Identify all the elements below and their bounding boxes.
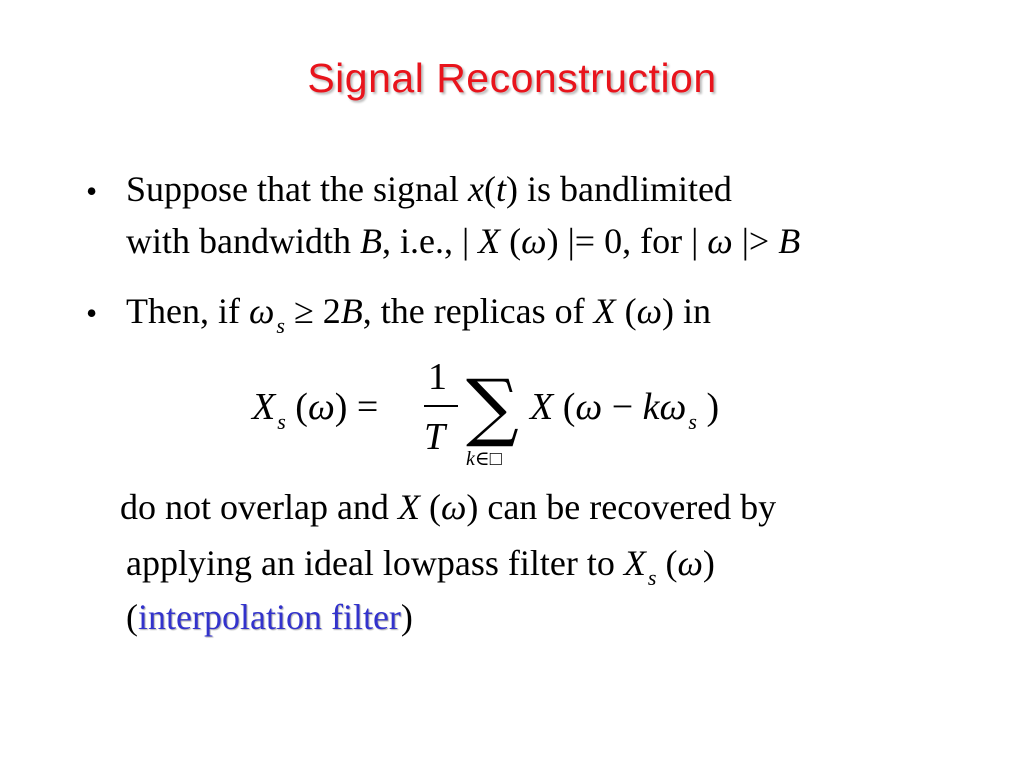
text-span: ) — [702, 543, 715, 583]
var-X: X — [593, 291, 616, 331]
var-omega: ω — [307, 386, 335, 428]
var-t: t — [495, 169, 506, 209]
var-X: X — [252, 386, 276, 428]
minus-sign: − — [602, 386, 643, 428]
var-X: X — [478, 221, 501, 261]
subscript-s: s — [647, 565, 657, 590]
equation-rhs: X (ω − kωs ) — [530, 386, 720, 434]
var-X: X — [530, 386, 554, 428]
var-X: X — [623, 543, 646, 583]
var-omega: ω — [575, 386, 603, 428]
text-span: Suppose that the signal — [126, 169, 468, 209]
text-span: ( — [656, 543, 678, 583]
text-span: ) — [696, 386, 720, 428]
text-span: ) = — [334, 386, 379, 428]
text-span: ) is bandlimited — [505, 169, 732, 209]
equation-lhs: Xs (ω) = — [252, 386, 379, 434]
integer-set-glyph: □ — [489, 448, 502, 470]
continuation-line3: (interpolation filter) — [126, 596, 413, 638]
summation-sign: ∑ — [466, 364, 519, 450]
text-span: ) can be recovered by — [466, 487, 777, 527]
text-span: |> — [732, 221, 779, 261]
element-of: ∈ — [474, 448, 490, 470]
text-span: ≥ 2 — [284, 291, 341, 331]
subscript-s: s — [276, 313, 285, 338]
bullet-point-1: • — [86, 173, 98, 209]
bullet1-line2: with bandwidth B, i.e., | X (ω) |= 0, fo… — [126, 220, 800, 262]
var-B: B — [778, 221, 801, 261]
var-x: x — [467, 169, 484, 209]
var-k: k — [642, 386, 660, 428]
bullet1-line1: Suppose that the signal x(t) is bandlimi… — [126, 168, 732, 210]
var-omega: ω — [636, 291, 663, 331]
text-span: ( — [419, 487, 441, 527]
var-omega: ω — [707, 221, 733, 261]
fraction-denominator: T — [424, 416, 446, 458]
continuation-line2: applying an ideal lowpass filter to Xs (… — [126, 542, 715, 590]
var-X: X — [397, 487, 420, 527]
text-span: applying an ideal lowpass filter to — [126, 543, 624, 583]
text-span: ( — [126, 597, 138, 637]
var-omega: ω — [659, 386, 687, 428]
text-span: ( — [615, 291, 637, 331]
text-span: ) |= 0, for | — [546, 221, 708, 261]
subscript-s: s — [688, 409, 697, 434]
var-B: B — [359, 221, 382, 261]
text-span: ) — [400, 597, 413, 637]
var-omega: ω — [677, 543, 703, 583]
text-span: ( — [500, 221, 522, 261]
text-span: ( — [553, 386, 576, 428]
text-span: ) in — [662, 291, 712, 331]
var-omega: ω — [440, 487, 467, 527]
text-span: with bandwidth — [126, 221, 360, 261]
var-B: B — [340, 291, 363, 331]
fraction-bar — [424, 405, 458, 407]
var-omega: ω — [521, 221, 547, 261]
summation-index: k∈□ — [466, 448, 502, 470]
text-span: ( — [483, 169, 496, 209]
continuation-line1: do not overlap and X (ω) can be recovere… — [120, 486, 776, 528]
text-span: ( — [285, 386, 308, 428]
var-k: k — [466, 448, 475, 470]
interpolation-filter-term: interpolation filter — [138, 597, 401, 637]
text-span: , the replicas of — [362, 291, 594, 331]
bullet-point-2: • — [86, 295, 98, 331]
text-span: , i.e., | — [381, 221, 479, 261]
text-span: Then, if — [126, 291, 249, 331]
text-span: do not overlap and — [120, 487, 398, 527]
var-omega: ω — [248, 291, 275, 331]
bullet2-line1: Then, if ωs ≥ 2B, the replicas of X (ω) … — [126, 290, 712, 338]
fraction-numerator: 1 — [428, 356, 447, 398]
slide-title: Signal Reconstruction — [307, 55, 717, 101]
subscript-s: s — [277, 409, 286, 434]
